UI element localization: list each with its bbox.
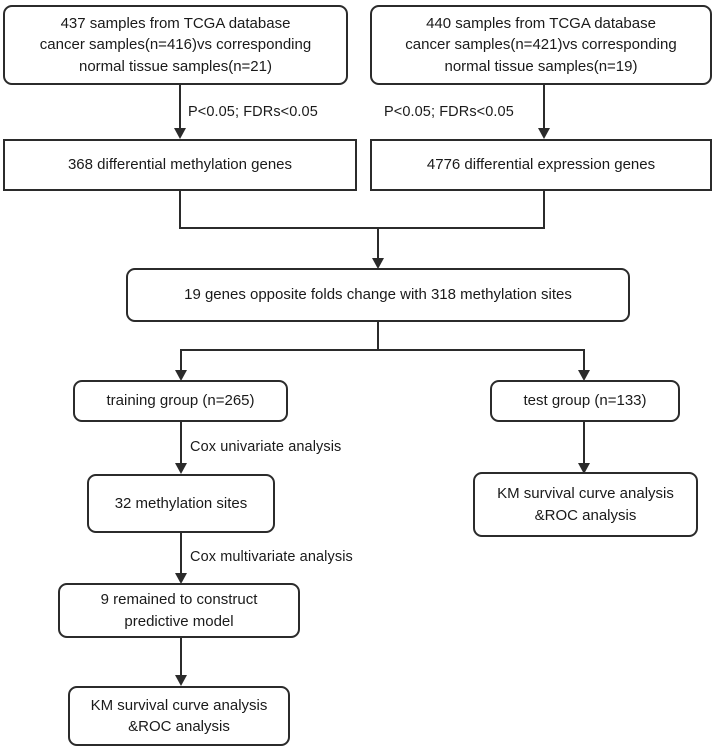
edge-training-to-methylation-sites <box>180 422 182 467</box>
edge-methylation-cohort-to-dm-genes <box>179 85 181 133</box>
node-methylation-cohort: 437 samples from TCGA database cancer sa… <box>3 5 348 85</box>
node-predictive-model: 9 remained to construct predictive model <box>58 583 300 638</box>
node-methylation-sites-32: 32 methylation sites <box>87 474 275 533</box>
edge-expression-cohort-to-de-genes <box>543 85 545 133</box>
edge-dm-genes-down <box>179 191 181 229</box>
node-expression-cohort: 440 samples from TCGA database cancer sa… <box>370 5 712 85</box>
edge-split-to-training <box>180 349 182 373</box>
arrowhead-de-genes <box>538 128 550 139</box>
node-expression-cohort-label: 440 samples from TCGA database cancer sa… <box>405 15 677 75</box>
arrowhead-methylation-sites <box>175 463 187 474</box>
edge-split-to-test <box>583 349 585 373</box>
edge-label-left-filter: P<0.05; FDRs<0.05 <box>188 104 318 120</box>
edge-merge-bus <box>179 227 545 229</box>
edge-opposite-folds-down <box>377 322 379 351</box>
node-km-roc-test-label: KM survival curve analysis &ROC analysis <box>497 485 674 524</box>
node-methylation-sites-32-label: 32 methylation sites <box>114 494 248 512</box>
edge-methylation-sites-to-predictive-model <box>180 533 182 577</box>
edge-predictive-model-to-km-roc <box>180 638 182 683</box>
node-dm-genes: 368 differential methylation genes <box>3 139 357 191</box>
edge-label-right-filter: P<0.05; FDRs<0.05 <box>384 104 514 120</box>
node-methylation-cohort-label: 437 samples from TCGA database cancer sa… <box>39 15 312 75</box>
edge-label-cox-univariate: Cox univariate analysis <box>190 439 342 455</box>
node-de-genes-label: 4776 differential expression genes <box>426 156 656 174</box>
node-km-roc-training: KM survival curve analysis &ROC analysis <box>68 686 290 746</box>
edge-label-cox-multivariate: Cox multivariate analysis <box>190 549 353 565</box>
edge-split-bus <box>180 349 585 351</box>
node-dm-genes-label: 368 differential methylation genes <box>67 156 293 174</box>
edge-test-to-km-roc <box>583 422 585 467</box>
arrowhead-km-roc-training <box>175 675 187 686</box>
node-predictive-model-label: 9 remained to construct predictive model <box>100 591 258 630</box>
arrowhead-dm-genes <box>174 128 186 139</box>
arrowhead-predictive-model <box>175 573 187 584</box>
node-km-roc-training-label: KM survival curve analysis &ROC analysis <box>90 696 268 735</box>
node-opposite-folds: 19 genes opposite folds change with 318 … <box>126 268 630 322</box>
node-de-genes: 4776 differential expression genes <box>370 139 712 191</box>
arrowhead-test-group <box>578 370 590 381</box>
node-training-group-label: training group (n=265) <box>106 392 255 410</box>
node-test-group-label: test group (n=133) <box>523 392 647 410</box>
arrowhead-km-roc-test <box>578 463 590 474</box>
node-test-group: test group (n=133) <box>490 380 680 422</box>
node-km-roc-test: KM survival curve analysis &ROC analysis <box>473 472 698 537</box>
edge-merge-to-opposite-folds <box>377 227 379 264</box>
node-opposite-folds-label: 19 genes opposite folds change with 318 … <box>184 286 572 304</box>
arrowhead-training-group <box>175 370 187 381</box>
node-training-group: training group (n=265) <box>73 380 288 422</box>
arrowhead-opposite-folds <box>372 258 384 269</box>
edge-de-genes-down <box>543 191 545 229</box>
